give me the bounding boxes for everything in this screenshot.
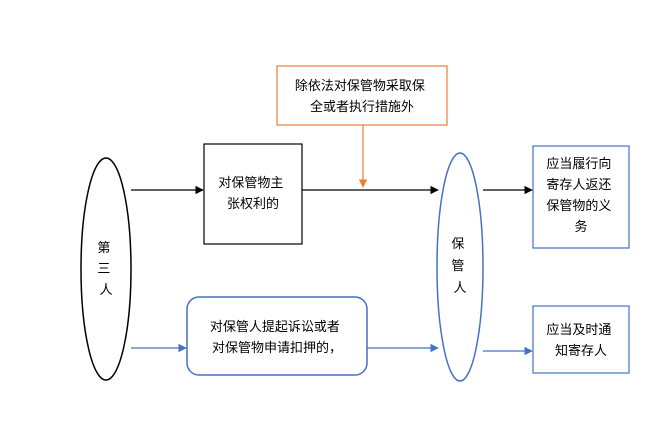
third-party-label-line-3: 人 bbox=[99, 283, 112, 298]
return-duty-line-3: 保管物的义 bbox=[546, 198, 611, 214]
svg-text:第 三 人: 第 三 人 bbox=[97, 241, 114, 298]
node-notify-duty: 应当及时通 知寄存人 bbox=[532, 305, 630, 374]
svg-text:对保管人提起诉讼或者 对保管物申请扣押的，: 对保管人提起诉讼或者 对保管物申请扣押的， bbox=[210, 319, 344, 356]
node-custodian: 保 管 人 bbox=[436, 152, 484, 382]
svg-text:应当及时通 知寄存人: 应当及时通 知寄存人 bbox=[546, 322, 615, 359]
lawsuit-action-line-1: 对保管人提起诉讼或者 bbox=[210, 319, 340, 335]
exception-note-line-1: 除依法对保管物采取保 bbox=[295, 79, 425, 94]
notify-duty-line-2: 知寄存人 bbox=[555, 343, 607, 359]
claim-rights-line-1: 对保管物主 bbox=[218, 176, 283, 191]
svg-text:对保管物主 张权利的: 对保管物主 张权利的 bbox=[218, 176, 287, 212]
custodian-label-line-2: 管 bbox=[451, 259, 464, 274]
exception-note-line-2: 全或者执行措施外 bbox=[310, 99, 414, 115]
node-return-duty: 应当履行向 寄存人返还 保管物的义 务 bbox=[532, 145, 630, 249]
node-lawsuit-action: 对保管人提起诉讼或者 对保管物申请扣押的， bbox=[186, 296, 368, 376]
node-third-party: 第 三 人 bbox=[80, 157, 132, 381]
return-duty-line-2: 寄存人返还 bbox=[546, 177, 611, 193]
svg-text:保 管 人: 保 管 人 bbox=[451, 237, 468, 296]
custodian-label-line-1: 保 bbox=[451, 237, 464, 252]
custodian-label-line-3: 人 bbox=[453, 281, 466, 296]
svg-text:应当履行向 寄存人返还 保管物的义: 应当履行向 寄存人返还 保管物的义 务 bbox=[546, 156, 615, 235]
node-exception-note: 除依法对保管物采取保 全或者执行措施外 bbox=[276, 65, 448, 126]
third-party-label-line-2: 三 bbox=[97, 262, 110, 277]
return-duty-line-1: 应当履行向 bbox=[546, 156, 611, 172]
notify-duty-line-1: 应当及时通 bbox=[546, 322, 611, 338]
lawsuit-action-line-2: 对保管物申请扣押的， bbox=[212, 340, 342, 356]
node-claim-rights: 对保管物主 张权利的 bbox=[203, 143, 303, 245]
return-duty-line-4: 务 bbox=[574, 219, 587, 235]
third-party-label-line-1: 第 bbox=[97, 241, 110, 256]
claim-rights-line-2: 张权利的 bbox=[227, 196, 279, 212]
svg-text:除依法对保管物采取保 全或者执行措施外: 除依法对保管物采取保 全或者执行措施外 bbox=[295, 79, 429, 115]
